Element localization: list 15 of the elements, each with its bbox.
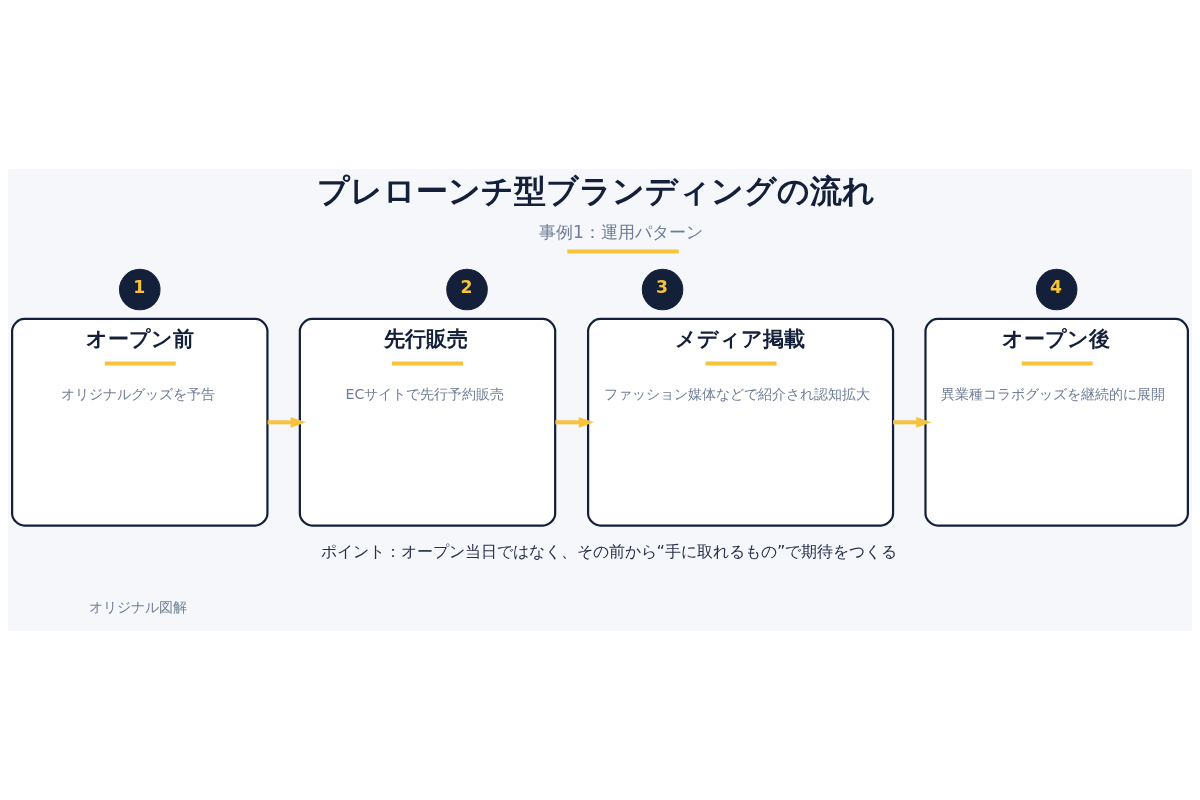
node-circle: 1 xyxy=(119,268,161,311)
arrow xyxy=(555,416,594,428)
node-box: メディア掲載 ファッション媒体などで紹介され認知拡大 xyxy=(587,317,895,527)
node-box: オープン前 オリジナルグッズを予告 xyxy=(11,317,269,527)
node-box: 先行販売 ECサイトで先行予約販売 xyxy=(298,317,557,527)
label: オリジナル図解 xyxy=(89,599,188,616)
node-circle: 2 xyxy=(446,268,488,311)
node-circle: 4 xyxy=(1035,268,1078,311)
arrow xyxy=(267,416,306,428)
label: 事例1：運用パターン xyxy=(538,222,703,242)
label: ポイント：オープン当日ではなく、その前から“手に取れるもの”で期待をつくる xyxy=(320,541,898,561)
arrow xyxy=(893,416,932,428)
diagram-title: プレローンチ型ブランディングの流れ xyxy=(316,172,875,211)
node-circle: 3 xyxy=(641,268,684,311)
node-box: オープン後 異業種コラボグッズを継続的に展開 xyxy=(924,317,1189,527)
